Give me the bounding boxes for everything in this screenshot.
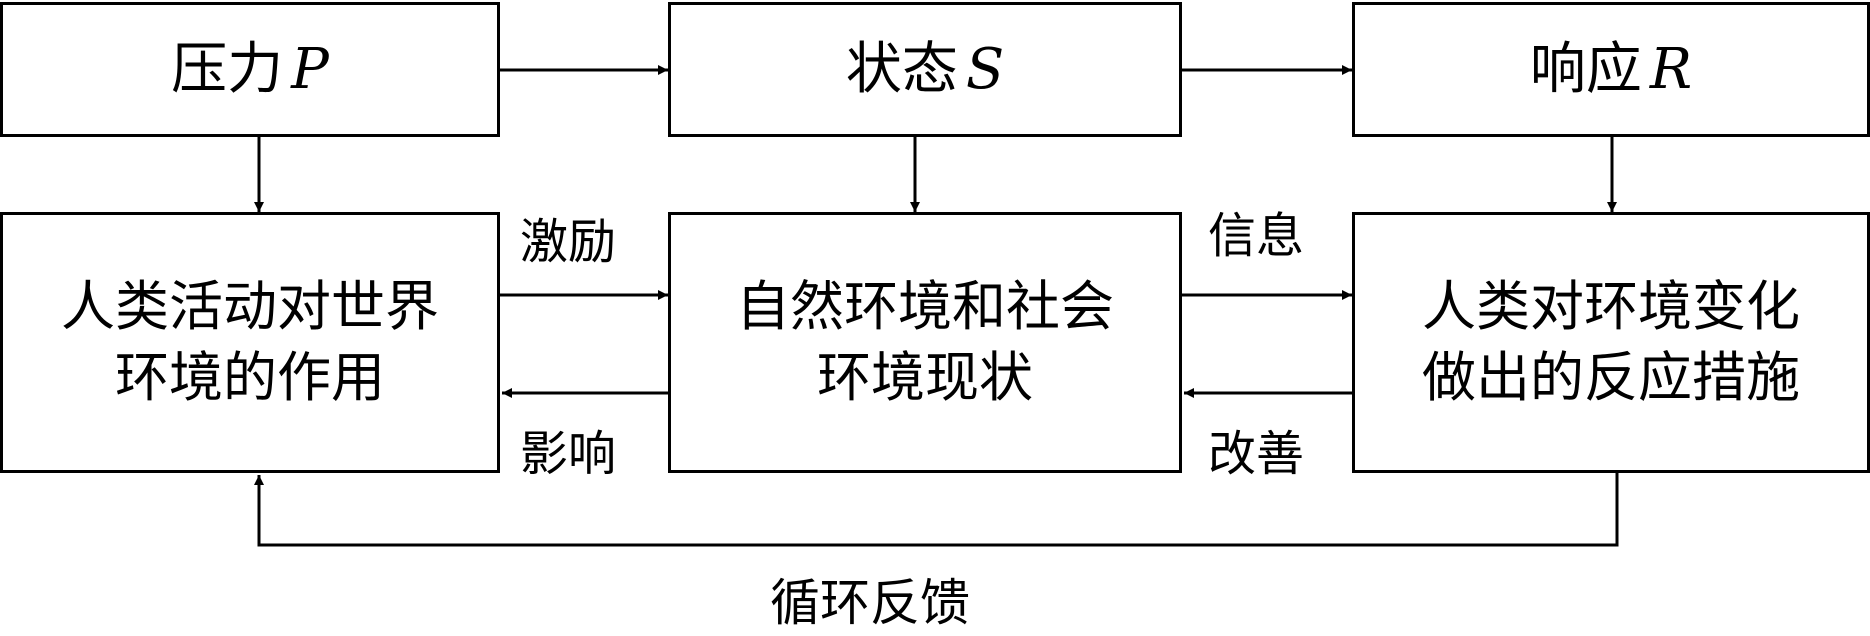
- pressure-label: 压力: [171, 36, 284, 102]
- state-variable: S: [965, 36, 1005, 102]
- arrow-feedback-loop: [254, 473, 1619, 547]
- pressure-variable: P: [291, 36, 329, 102]
- human-activity-box: 人类活动对世界 环境的作用: [0, 212, 500, 473]
- human-response-box: 人类对环境变化 做出的反应措施: [1352, 212, 1870, 473]
- environment-status-box: 自然环境和社会 环境现状: [668, 212, 1182, 473]
- edge-label-information: 信息: [1208, 208, 1305, 264]
- human-response-line2: 做出的反应措施: [1422, 345, 1800, 409]
- feedback-caption: 循环反馈: [770, 574, 970, 632]
- environment-status-line1: 自然环境和社会: [736, 275, 1114, 339]
- environment-status-line2: 环境现状: [817, 345, 1033, 409]
- edge-label-incentive: 激励: [520, 214, 617, 270]
- state-label: 状态: [845, 36, 958, 102]
- human-response-line1: 人类对环境变化: [1422, 275, 1800, 339]
- response-label: 响应: [1529, 36, 1642, 102]
- response-variable: R: [1649, 36, 1693, 102]
- edge-label-improvement: 改善: [1208, 426, 1305, 482]
- edge-label-influence: 影响: [520, 426, 617, 482]
- human-activity-line1: 人类活动对世界: [61, 275, 439, 339]
- human-activity-line2: 环境的作用: [115, 345, 385, 409]
